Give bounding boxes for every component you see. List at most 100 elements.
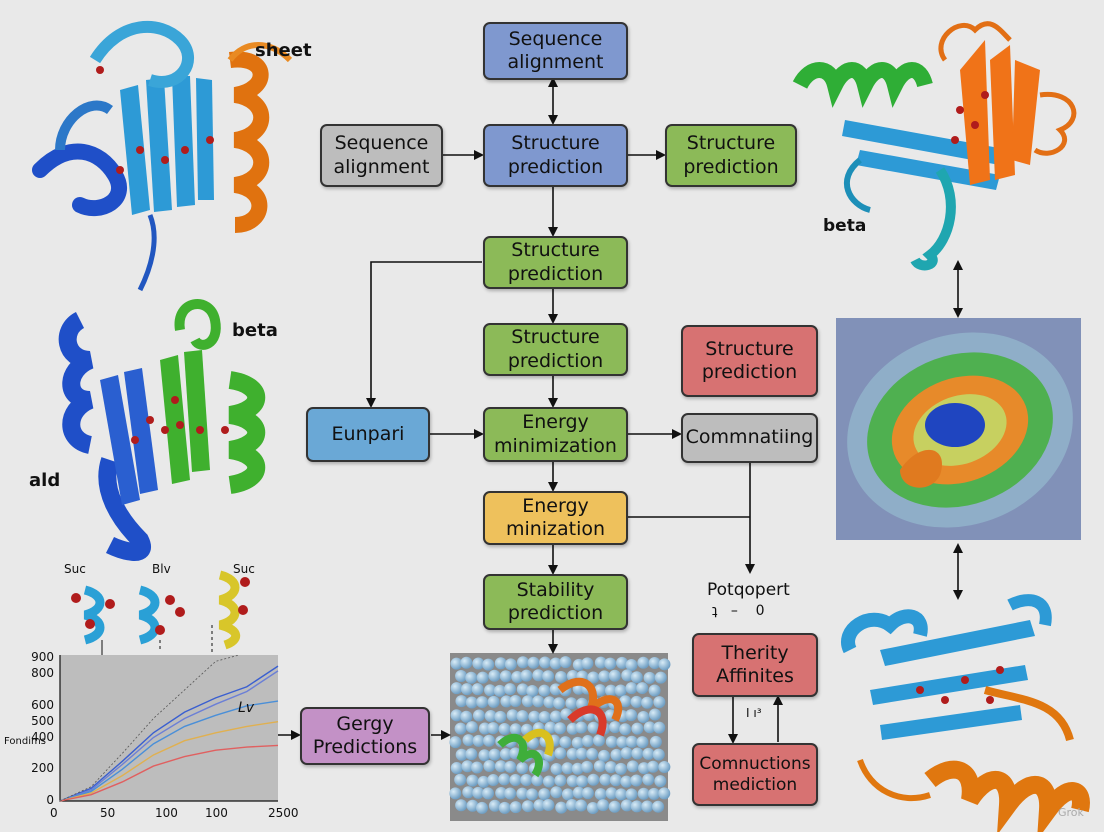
box-label: Structure prediction <box>507 239 604 285</box>
water-sphere <box>465 721 478 734</box>
water-sphere <box>571 762 584 775</box>
water-sphere <box>488 748 501 761</box>
box-label: Sequence alignment <box>507 27 604 73</box>
water-sphere <box>609 774 622 787</box>
box-structure-prediction-2: Structure prediction <box>483 236 628 289</box>
water-sphere <box>631 747 644 760</box>
water-sphere <box>483 760 496 773</box>
water-sphere <box>450 709 463 722</box>
box-therity-affinites: Therity Affinites <box>692 633 818 697</box>
chart-series-line-1 <box>59 665 279 802</box>
small-helices <box>71 570 250 661</box>
water-sphere <box>636 736 649 749</box>
water-sphere <box>616 656 629 669</box>
water-sphere <box>553 697 566 710</box>
box-structure-prediction-red: Structure prediction <box>681 325 818 397</box>
chart-x-tick: 100 <box>205 806 228 820</box>
chart-y-tick: 400 <box>31 729 54 744</box>
water-sphere <box>648 708 661 721</box>
water-sphere <box>493 684 506 697</box>
water-sphere <box>538 788 551 801</box>
water-sphere <box>594 788 607 801</box>
chart-annotation: Lv <box>238 700 255 716</box>
water-sphere <box>643 721 656 734</box>
water-sphere <box>477 775 490 788</box>
water-sphere <box>561 788 574 801</box>
water-sphere <box>630 695 643 708</box>
water-sphere <box>565 799 578 812</box>
box-label: Therity Affinites <box>716 641 794 687</box>
label-sheet: sheet <box>255 40 312 61</box>
water-sphere <box>572 786 585 799</box>
water-sphere <box>472 657 485 670</box>
water-sphere <box>565 697 578 710</box>
water-sphere <box>455 670 468 683</box>
box-energy-minization-2: Energy minization <box>483 491 628 545</box>
water-sphere <box>621 669 634 682</box>
box-label: Structure prediction <box>507 326 604 372</box>
water-sphere <box>649 735 662 748</box>
water-sphere <box>654 671 667 684</box>
protein-ribbon <box>567 705 607 737</box>
water-sphere <box>504 683 517 696</box>
water-sphere <box>476 801 489 814</box>
label-suc-2: Suc <box>233 562 255 576</box>
water-sphere <box>648 656 661 669</box>
water-sphere <box>587 721 600 734</box>
water-sphere <box>449 787 462 800</box>
chart-x-tick: 0 <box>50 806 58 820</box>
water-sphere <box>559 656 572 669</box>
chart-y-tick: 0 <box>46 793 54 807</box>
water-sphere <box>504 787 517 800</box>
water-sphere <box>554 747 567 760</box>
water-sphere <box>509 723 522 736</box>
water-sphere <box>643 671 656 684</box>
water-sphere <box>476 696 489 709</box>
water-sphere <box>554 722 567 735</box>
water-sphere <box>608 721 621 734</box>
water-sphere <box>516 656 529 669</box>
water-sphere <box>499 670 512 683</box>
water-sphere <box>604 761 617 774</box>
box-energy-minimization-1: Energy minimization <box>483 407 628 462</box>
label-blv: Blv <box>152 562 171 576</box>
box-commnatiing: Commnatiing <box>681 413 818 463</box>
water-sphere <box>484 710 497 723</box>
water-sphere <box>538 710 551 723</box>
water-sphere <box>598 670 611 683</box>
water-sphere <box>520 669 533 682</box>
water-sphere <box>594 656 607 669</box>
water-sphere <box>528 710 541 723</box>
water-sphere <box>625 788 638 801</box>
water-sphere <box>460 683 473 696</box>
watermark: Grok <box>1058 806 1084 819</box>
water-sphere <box>472 709 485 722</box>
box-label: Stability prediction <box>507 578 604 624</box>
water-sphere <box>636 682 649 695</box>
water-sphere <box>478 749 491 762</box>
water-sphere <box>571 736 584 749</box>
water-sphere <box>550 786 563 799</box>
water-sphere <box>561 762 574 775</box>
water-sphere <box>610 748 623 761</box>
box-structure-prediction-3: Structure prediction <box>483 323 628 376</box>
water-sphere <box>462 786 475 799</box>
water-sphere <box>653 721 666 734</box>
water-sphere <box>509 773 522 786</box>
water-sphere <box>630 774 643 787</box>
water-sphere <box>654 775 667 788</box>
chart-series-line-3 <box>59 700 279 802</box>
protein-middle-left <box>58 299 266 561</box>
chart-series-line-2 <box>59 670 279 802</box>
water-sphere <box>625 658 638 671</box>
water-sphere <box>620 799 633 812</box>
water-sphere <box>460 710 473 723</box>
water-sphere <box>647 760 660 773</box>
water-sphere <box>483 734 496 747</box>
chart-x-tick: 100 <box>155 806 178 820</box>
water-sphere <box>450 761 463 774</box>
water-sphere <box>532 669 545 682</box>
water-sphere <box>587 773 600 786</box>
water-sphere <box>499 748 512 761</box>
